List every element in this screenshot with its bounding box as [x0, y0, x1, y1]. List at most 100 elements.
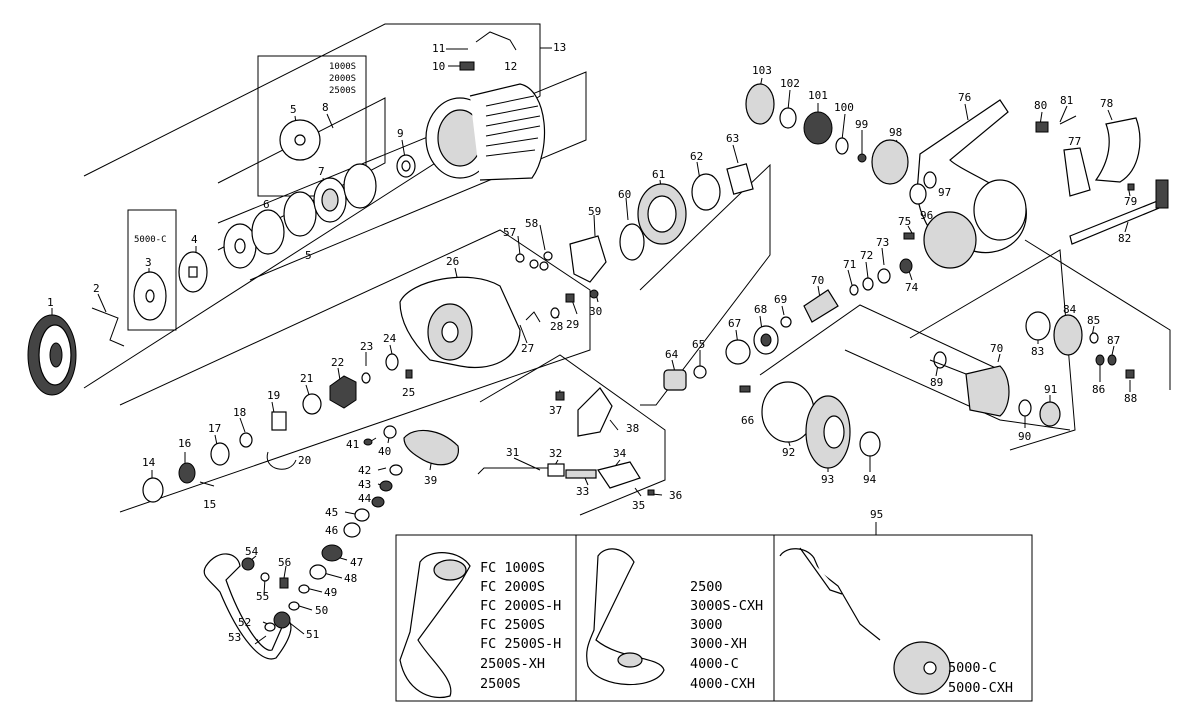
- callout-16: 16: [178, 437, 191, 450]
- callout-89: 89: [930, 376, 943, 389]
- callout-54: 54: [245, 545, 259, 558]
- callout-9: 9: [397, 127, 404, 140]
- callout-63: 63: [726, 132, 739, 145]
- callout-52: 52: [238, 616, 251, 629]
- callout-15: 15: [203, 498, 216, 511]
- callout-55: 55: [256, 590, 269, 603]
- callout-27: 27: [521, 342, 534, 355]
- callout-77: 77: [1068, 135, 1081, 148]
- callout-92: 92: [782, 446, 795, 459]
- callout-7: 7: [318, 165, 325, 178]
- callout-56: 56: [278, 556, 291, 569]
- callout-39: 39: [424, 474, 437, 487]
- handle-model-labels-2: 2500 3000S-CXH 3000 3000-XH 4000-C 4000-…: [690, 579, 763, 692]
- spool-13: [425, 31, 546, 181]
- callout-2: 2: [93, 282, 100, 295]
- model-label: 2500S: [480, 676, 521, 692]
- callout-103: 103: [752, 64, 772, 77]
- callout-20: 20: [298, 454, 311, 467]
- model-label: 3000-XH: [690, 636, 747, 652]
- washers-3-4: [133, 251, 208, 321]
- drag-knob-frame: [217, 71, 587, 281]
- callout-64: 64: [665, 348, 679, 361]
- drag-washers-5-7: [223, 119, 377, 269]
- model-label: 5000-CXH: [948, 680, 1013, 696]
- body-frame-lines: [844, 239, 1171, 431]
- callout-94: 94: [863, 473, 877, 486]
- callout-71: 71: [843, 258, 856, 271]
- callout-6: 6: [263, 198, 270, 211]
- handle-model-labels-3: 5000-C 5000-CXH: [948, 660, 1013, 696]
- spool-variant-tags: 1000S 2000S 2500S 5000-C: [134, 62, 356, 245]
- callout-100: 100: [834, 101, 854, 114]
- body-parts-96-103: [745, 83, 937, 205]
- callout-65: 65: [692, 338, 705, 351]
- callout-12: 12: [504, 60, 517, 73]
- callout-93: 93: [821, 473, 834, 486]
- callout-69: 69: [774, 293, 787, 306]
- clip-2: [91, 307, 125, 347]
- callout-36: 36: [669, 489, 682, 502]
- handle-drawing-panel-3: [779, 547, 951, 695]
- nut-22: [329, 375, 357, 409]
- callout-22: 22: [331, 356, 344, 369]
- model-label: FC 2000S-H: [480, 598, 561, 614]
- pinion-parts-64-74: [663, 232, 915, 393]
- callout-66: 66: [741, 414, 754, 427]
- callout-95: 95: [870, 508, 883, 521]
- callout-26: 26: [446, 255, 459, 268]
- rotor-26: [399, 276, 521, 369]
- callout-87: 87: [1107, 334, 1120, 347]
- callout-4: 4: [191, 233, 198, 246]
- callout-70: 70: [811, 274, 824, 287]
- callout-35: 35: [632, 499, 645, 512]
- handle-model-labels-1: FC 1000S FC 2000S FC 2000S-H FC 2500S FC…: [480, 560, 561, 692]
- callout-99: 99: [855, 118, 868, 131]
- callout-58: 58: [525, 217, 538, 230]
- handle-stack-42-50: [288, 464, 403, 611]
- small-parts-left: [142, 353, 413, 503]
- callout-5: 5: [290, 103, 297, 116]
- callout-3: 3: [145, 256, 152, 269]
- callout-74: 74: [905, 281, 919, 294]
- pinion-group-frame: [639, 163, 771, 406]
- callout-98: 98: [889, 126, 902, 139]
- variant-5000c-tag: 5000-C: [134, 235, 167, 245]
- callout-51: 51: [306, 628, 319, 641]
- washer-9: [396, 154, 416, 178]
- callout-46: 46: [325, 524, 338, 537]
- handle-drawing-panel-1: [399, 552, 471, 698]
- model-label: FC 2000S: [480, 579, 545, 595]
- callout-75: 75: [898, 215, 911, 228]
- spool-group-frame: [83, 23, 541, 389]
- callout-62: 62: [690, 150, 703, 163]
- callout-83: 83: [1031, 345, 1044, 358]
- callout-13: 13: [553, 41, 566, 54]
- spool-variant-2500s: 2500S: [329, 86, 356, 96]
- callout-101: 101: [808, 89, 828, 102]
- callout-38: 38: [626, 422, 639, 435]
- callout-82: 82: [1118, 232, 1131, 245]
- handle-knob-39: [363, 425, 459, 466]
- callout-60: 60: [618, 188, 631, 201]
- callout-11: 11: [432, 42, 445, 55]
- drag-knob-1: [27, 314, 77, 396]
- callout-49: 49: [324, 586, 337, 599]
- callout-24: 24: [383, 332, 397, 345]
- callout-28: 28: [550, 320, 563, 333]
- side-cover-77-82: [1035, 115, 1169, 245]
- callout-10: 10: [432, 60, 445, 73]
- callout-97: 97: [938, 186, 951, 199]
- callout-45: 45: [325, 506, 338, 519]
- callout-labels: 1 2 3 4 5 5 6 7 8 9 10 11 12 13 14 15 16…: [47, 41, 1137, 644]
- spool-variant-1000s: 1000S: [329, 62, 356, 72]
- callout-90: 90: [1018, 430, 1031, 443]
- callout-31: 31: [506, 446, 519, 459]
- callout-88: 88: [1124, 392, 1137, 405]
- callout-79: 79: [1124, 195, 1137, 208]
- callout-41: 41: [346, 438, 359, 451]
- callout-14: 14: [142, 456, 156, 469]
- callout-29: 29: [566, 318, 579, 331]
- callout-57: 57: [503, 226, 516, 239]
